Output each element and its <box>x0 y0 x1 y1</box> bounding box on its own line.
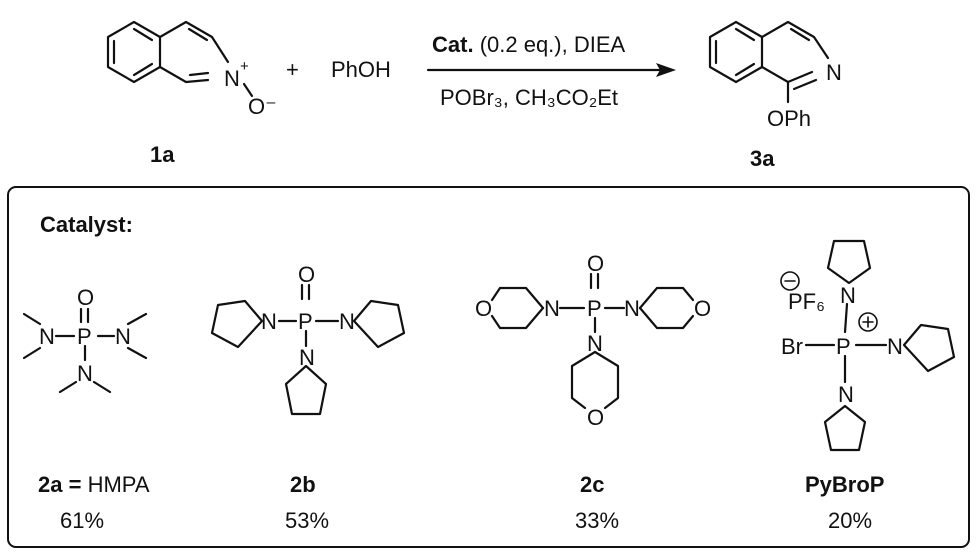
n-plus-charge: + <box>240 58 249 75</box>
catalyst-yield-2a: 61% <box>60 508 104 533</box>
catalyst-yield-2c: 33% <box>575 508 619 533</box>
trimorpholinophosphine-oxide-structure <box>490 272 695 410</box>
catalyst-yield-2b: 53% <box>285 508 329 533</box>
catalyst-heading: Catalyst: <box>40 212 133 237</box>
hmpa-n-bottom: N <box>77 361 93 386</box>
hmpa-n-left: N <box>39 324 55 349</box>
phenoxyisoquinoline-structure <box>708 20 830 104</box>
pybrop-p-label: P <box>836 334 851 359</box>
conditions-top: Cat. (0.2 eq.), DIEA <box>432 32 626 57</box>
2c-o-left-ring: O <box>475 296 492 321</box>
2c-n-right: N <box>624 296 640 321</box>
product-id-3a: 3a <box>750 146 775 171</box>
hmpa-structure <box>22 307 148 394</box>
o-minus-label: O⁻ <box>248 94 277 119</box>
product-oph-label: OPh <box>767 106 811 131</box>
pybrop-n-right: N <box>887 334 903 359</box>
2c-n-bottom: N <box>587 331 603 356</box>
plus-sign: + <box>286 57 299 82</box>
2c-n-left: N <box>544 296 560 321</box>
pybrop-n-bottom: N <box>838 382 854 407</box>
2b-n-left: N <box>261 309 277 334</box>
2b-n-right: N <box>339 309 355 334</box>
2b-p-label: P <box>298 309 313 334</box>
2c-o-bottom-ring: O <box>587 405 604 430</box>
2c-o-right-ring: O <box>694 296 711 321</box>
pybrop-n-top: N <box>840 283 856 308</box>
reactant-id-1a: 1a <box>150 142 175 167</box>
pybrop-pf6-label: PF₆ <box>788 289 825 314</box>
catalyst-label-pybrop: PyBroP <box>805 472 884 497</box>
2b-o-label: O <box>298 262 315 287</box>
isoquinoline-n-oxide-structure <box>106 20 254 98</box>
tripyrrolidinophosphine-oxide-structure <box>210 283 406 416</box>
2c-p-label: P <box>587 296 602 321</box>
hmpa-n-right: N <box>115 324 131 349</box>
hmpa-p-label: P <box>77 324 92 349</box>
2c-o-label: O <box>587 251 604 276</box>
2b-n-bottom: N <box>299 345 315 370</box>
hmpa-o-label: O <box>77 285 94 310</box>
pybrop-structure <box>780 239 956 452</box>
catalyst-label-2b: 2b <box>290 472 316 497</box>
catalyst-box <box>7 186 970 548</box>
pybrop-br-label: Br <box>781 334 803 359</box>
catalyst-label-2a: 2a = HMPA <box>38 472 150 497</box>
n-atom-label: N <box>224 66 240 91</box>
product-n-label: N <box>826 60 842 85</box>
reagent-phoh: PhOH <box>331 57 391 82</box>
conditions-bottom: POBr₃, CH₃CO₂Et <box>440 85 618 110</box>
catalyst-yield-pybrop: 20% <box>828 508 872 533</box>
catalyst-label-2c: 2c <box>580 472 604 497</box>
reaction-arrow <box>426 63 676 77</box>
